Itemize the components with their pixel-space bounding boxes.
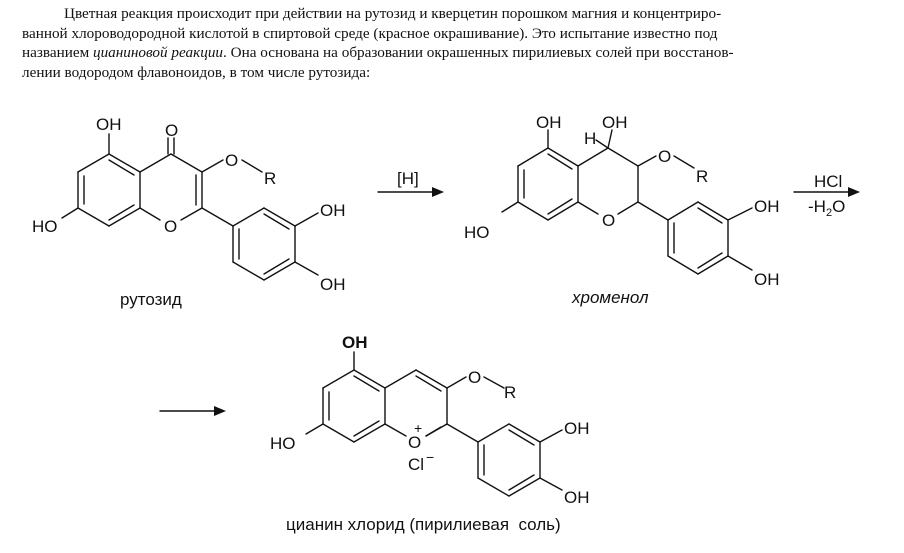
cyanin-positive-charge: + xyxy=(414,420,422,436)
reaction-arrow-1: [H] xyxy=(377,169,444,197)
rutoside-carbonyl-o: O xyxy=(165,121,178,140)
rutoside-oh-ring-b-1: OH xyxy=(320,201,346,220)
rutoside-caption: рутозид xyxy=(120,290,182,309)
paragraph-line-2: ванной хлороводородной кислотой в спирто… xyxy=(22,24,718,42)
cyanin-ring-o: O xyxy=(408,433,421,452)
cyanin-ho-left: HO xyxy=(270,434,296,453)
reaction-arrow-2: HCl -H2O xyxy=(793,172,860,219)
reaction-arrow-3 xyxy=(159,406,226,416)
cyanin-chloride-structure: OH O R O + Cl − HO OH OH цианин хлорид (… xyxy=(270,333,590,534)
rutoside-oh-top: OH xyxy=(96,115,122,134)
chromenol-caption: хроменол xyxy=(571,288,649,307)
paragraph-line-3-start: названием xyxy=(22,44,93,61)
paragraph-line-3-end: . Она основана на образовании окрашенных… xyxy=(223,44,734,61)
cyanin-oh-ring-b-1: OH xyxy=(564,419,590,438)
chromenol-oh-ring-b-1: OH xyxy=(754,197,780,216)
chromenol-structure: OH H OH O R O HO OH OH хроменол xyxy=(464,113,780,307)
chromenol-h: H xyxy=(584,129,596,148)
cyanin-reaction-term: цианиновой реакции xyxy=(92,44,224,61)
rutoside-structure: OH O O R O HO OH OH рутозид xyxy=(32,115,346,309)
chromenol-ring-o: O xyxy=(602,211,615,230)
chromenol-oh-ring-b-2: OH xyxy=(754,270,780,289)
cyanin-negative-charge: − xyxy=(426,449,434,465)
cyanin-oh-ring-b-2: OH xyxy=(564,488,590,507)
cyanin-r: R xyxy=(504,383,516,402)
cyanin-ether-o: O xyxy=(468,368,481,387)
chromenol-ether-o: O xyxy=(658,147,671,166)
rutoside-ring-o: O xyxy=(164,217,177,236)
reagent-minus-h: -H xyxy=(808,197,826,216)
reagent-subscript-2: 2 xyxy=(826,207,832,219)
cyanin-chloride: Cl xyxy=(408,455,424,474)
chromenol-oh-c4: OH xyxy=(602,113,628,132)
chromenol-r: R xyxy=(696,167,708,186)
cyanin-caption: цианин хлорид (пирилиевая соль) xyxy=(286,515,561,534)
rutoside-oh-ring-b-2: OH xyxy=(320,275,346,294)
intro-paragraph: Цветная реакция происходит при действии … xyxy=(22,4,890,82)
chromenol-oh-top: OH xyxy=(536,113,562,132)
chromenol-ho-left: HO xyxy=(464,223,490,242)
rutoside-r: R xyxy=(264,169,276,188)
reagent-hcl: HCl xyxy=(814,172,842,191)
paragraph-line-4: лении водородом флавоноидов, в том числе… xyxy=(22,63,371,81)
paragraph-line-1: Цветная реакция происходит при действии … xyxy=(64,5,722,22)
reagent-o: O xyxy=(832,197,845,216)
reagent-minus-water: -H2O xyxy=(808,197,845,219)
cyanin-oh-top: OH xyxy=(342,333,368,352)
reagent-hydrogen: [H] xyxy=(397,169,419,188)
rutoside-ho-left: HO xyxy=(32,217,58,236)
rutoside-ether-o: O xyxy=(225,151,238,170)
paragraph-line-3: названием цианиновой реакции. Она основа… xyxy=(22,43,890,63)
